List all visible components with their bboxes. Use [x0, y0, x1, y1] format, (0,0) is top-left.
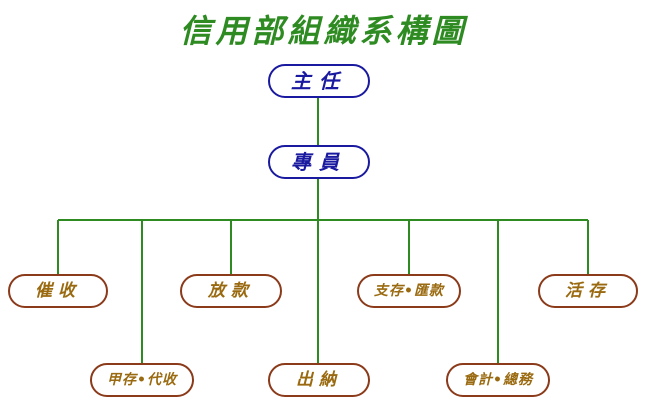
node-lending: 放款 [180, 274, 282, 308]
node-cashier: 出納 [268, 363, 370, 397]
node-deposits-remittance: 支存•匯款 [357, 274, 461, 308]
node-director: 主任 [268, 64, 370, 98]
chart-title: 信用部組織系構圖 [179, 12, 468, 50]
node-savings: 活存 [538, 274, 638, 308]
node-accounting-general: 會計•總務 [446, 363, 550, 397]
node-loans: 催收 [8, 274, 108, 308]
node-specialist: 專員 [268, 145, 370, 179]
node-check-collection: 甲存•代收 [90, 363, 194, 397]
